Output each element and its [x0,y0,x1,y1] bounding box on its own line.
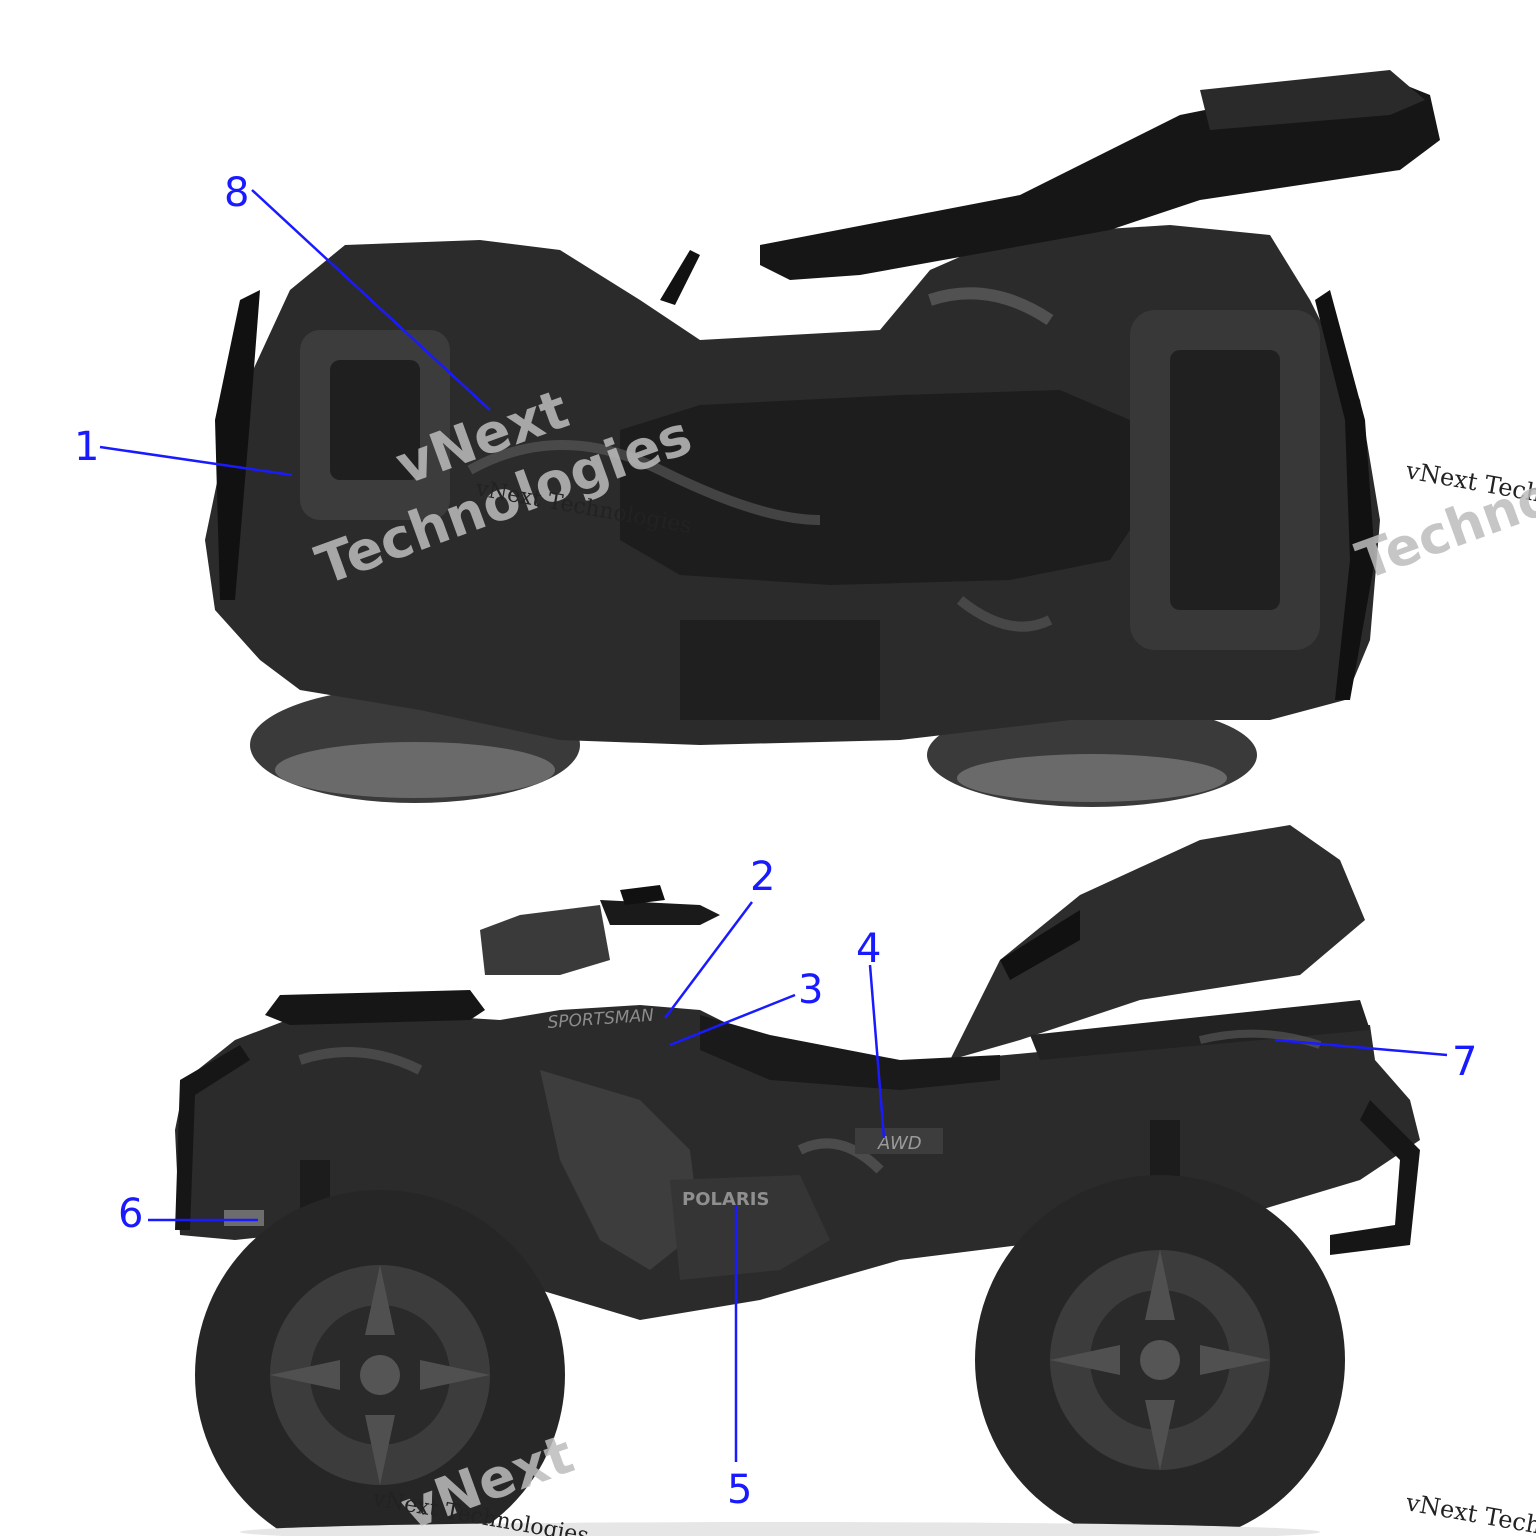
callout-4: 4 [856,926,881,972]
callout-2: 2 [750,854,775,900]
callout-1: 1 [74,424,99,470]
side-rear-wheel [975,1175,1345,1536]
atv-top-view [205,70,1440,807]
side-front-wheel [195,1190,565,1536]
callouts: 1 2 3 4 5 6 7 8 [74,170,1477,1513]
watermark-right-top: vNext Technologies Technologies [1349,406,1536,592]
leader-7 [1274,1038,1448,1057]
callout-3: 3 [798,967,823,1013]
side-gun-boot [950,825,1365,1060]
top-gun-boot [760,75,1440,280]
callout-8: 8 [224,170,249,216]
watermark-bottom: vNext vNext Technologies vNext Technolog… [370,1422,1536,1536]
callout-5: 5 [727,1467,752,1513]
watermark-brand-line2: Technologies [1349,406,1536,592]
atv-side-view: SPORTSMAN POLARIS AWD [175,825,1420,1536]
leader-3 [669,993,796,1047]
leader-4 [868,964,886,1139]
decal-awd: AWD [877,1133,922,1154]
callout-7: 7 [1452,1039,1477,1085]
leader-2 [664,901,753,1019]
leader-1 [99,445,293,477]
leader-8 [251,189,491,411]
top-seat [620,390,1150,585]
decal-polaris: POLARIS [682,1189,769,1210]
side-seat [700,1015,1000,1090]
watermark-small-text: vNext Technologies [1403,1488,1536,1536]
callout-6: 6 [118,1191,143,1237]
callout-leaders [99,189,1448,1462]
